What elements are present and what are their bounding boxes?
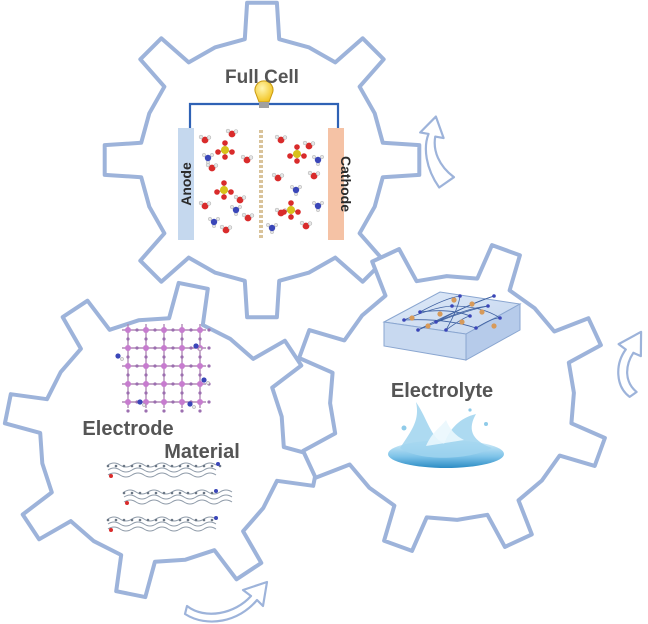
lattice-node: [179, 363, 185, 369]
network-node: [498, 316, 502, 320]
network-node: [468, 314, 472, 318]
lattice-node: [143, 345, 149, 351]
rotation-arrow-top-icon: [419, 115, 456, 189]
electrolyte-molecules: [198, 128, 324, 234]
sulfate-ion: [287, 144, 307, 164]
network-node: [444, 328, 448, 332]
guest-molecule: [193, 343, 202, 351]
lattice-node: [161, 363, 167, 369]
electrolyte-title: Electrolyte: [391, 380, 493, 402]
ion-particle: [451, 297, 457, 303]
lattice-node: [125, 345, 131, 351]
network-node: [486, 304, 490, 308]
water-molecule: [299, 220, 313, 230]
polymer-chain: [122, 489, 233, 505]
cathode-label: Cathode: [338, 156, 354, 212]
guest-molecule: [137, 399, 146, 407]
electrode-polymer-chains: [106, 462, 233, 532]
lattice-node: [143, 327, 149, 333]
lattice-node: [179, 345, 185, 351]
water-molecule: [241, 212, 255, 222]
sulfate-ion: [214, 180, 234, 200]
ion-particle: [469, 301, 475, 307]
water-molecule: [271, 172, 285, 182]
network-node: [492, 294, 496, 298]
network-node: [458, 294, 462, 298]
ammonium-ion: [290, 185, 302, 196]
electrode-title-line2: Material: [164, 441, 240, 463]
polymer-chain: [106, 462, 222, 478]
anode-electrode: [178, 128, 194, 240]
lattice-node: [161, 381, 167, 387]
electrode-gear: [2, 280, 322, 600]
water-splash-icon: [388, 402, 504, 468]
ammonium-ion: [266, 223, 278, 234]
anode-label: Anode: [178, 162, 194, 206]
lattice-node: [161, 399, 167, 405]
network-node: [434, 320, 438, 324]
ammonium-ion: [312, 201, 324, 212]
network-node: [416, 328, 420, 332]
ammonium-ion: [312, 155, 324, 166]
lattice-node: [197, 399, 203, 405]
network-node: [450, 304, 454, 308]
ammonium-ion: [230, 205, 242, 216]
ion-particle: [437, 311, 443, 317]
network-node: [402, 318, 406, 322]
lattice-node: [161, 327, 167, 333]
electrolyte-gear: [297, 243, 607, 553]
ion-particle: [459, 319, 465, 325]
water-molecule: [198, 134, 212, 144]
water-molecule: [307, 170, 321, 180]
water-molecule: [233, 194, 247, 204]
water-molecule: [198, 200, 212, 210]
sulfate-ion: [281, 200, 301, 220]
gel-electrolyte-slab: [382, 291, 522, 361]
lattice-node: [179, 381, 185, 387]
lattice-node: [125, 399, 131, 405]
sulfate-ion: [215, 140, 235, 160]
guest-molecule: [115, 353, 124, 361]
ammonium-ion: [202, 153, 214, 164]
lattice-node: [179, 327, 185, 333]
lattice-node: [197, 327, 203, 333]
lattice-node: [125, 363, 131, 369]
lattice-node: [197, 363, 203, 369]
lattice-node: [125, 327, 131, 333]
lattice-node: [143, 363, 149, 369]
guest-molecule: [201, 377, 210, 385]
full-cell-title: Full Cell: [225, 67, 299, 88]
lattice-node: [143, 381, 149, 387]
lattice-node: [197, 381, 203, 387]
water-molecule: [219, 224, 233, 234]
full-cell-schematic: [178, 80, 344, 240]
network-node: [418, 310, 422, 314]
ion-particle: [491, 323, 497, 329]
water-molecule: [240, 154, 254, 164]
water-molecule: [205, 162, 219, 172]
rotation-arrow-right-icon: [617, 330, 643, 398]
electrode-crystal-lattice: [115, 324, 211, 413]
full-cell-gear: [102, 0, 422, 320]
lattice-node: [125, 381, 131, 387]
polymer-network: [402, 294, 502, 332]
lattice-node: [161, 345, 167, 351]
ammonium-ion: [208, 217, 220, 228]
electrode-title-line1: Electrode: [82, 418, 173, 440]
guest-molecule: [187, 401, 196, 409]
water-molecule: [274, 134, 288, 144]
light-bulb-icon: [254, 80, 274, 108]
rotation-arrow-bottom-icon: [183, 580, 269, 623]
water-molecule: [225, 128, 239, 138]
ion-particle: [479, 309, 485, 315]
polymer-chain: [106, 516, 218, 532]
network-node: [474, 326, 478, 330]
ion-particle: [425, 323, 431, 329]
lattice-node: [179, 399, 185, 405]
ion-particle: [409, 315, 415, 321]
water-molecule: [302, 140, 316, 150]
cathode-electrode: [328, 128, 344, 240]
